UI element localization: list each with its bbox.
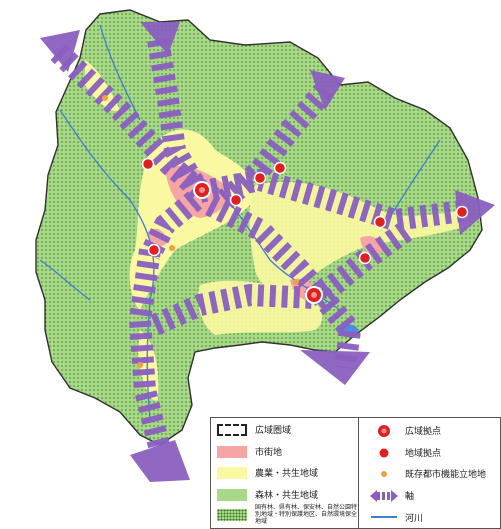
legend-item-regional-hub: 広域拠点: [369, 423, 441, 437]
arrow-se: [300, 350, 370, 385]
river-icon: [369, 510, 399, 524]
legend-label: 地域拠点: [405, 448, 442, 459]
legend-label: 森林・共生地域: [255, 491, 319, 501]
axis-northwest: [50, 43, 208, 199]
legend-label: 河川: [405, 513, 424, 524]
local-hub: [373, 215, 387, 229]
legend-item-urban: 市街地: [217, 445, 282, 458]
legend-item-boundary: 広域圏域: [217, 423, 291, 436]
arrow-nw: [40, 30, 80, 72]
hubs: [102, 95, 469, 368]
axis-arrowheads: [40, 22, 495, 482]
arrow-n: [140, 22, 180, 55]
existing-urban-site: [293, 279, 299, 285]
axis-east: [197, 168, 472, 232]
local-hub: [147, 243, 161, 257]
urban-swatch: [217, 445, 247, 458]
local-hub-icon: [369, 445, 399, 459]
local-hub: [273, 161, 287, 175]
legend-item-axis: 軸: [369, 488, 414, 502]
map-legend: 広域圏域 市街地 農業・共生地域 森林・共生地域 国有林、県有林、保安林、自然公…: [210, 417, 501, 529]
legend-item-local-hub: 地域拠点: [369, 445, 441, 459]
forest-swatch: [217, 488, 247, 501]
region-fill: [35, 9, 483, 446]
existing-urban-site: [137, 362, 143, 368]
axis-icon: [369, 488, 399, 502]
protected-swatch: [217, 508, 247, 521]
local-hub: [455, 205, 469, 219]
axis-south: [150, 283, 316, 336]
agri-swatch: [217, 466, 247, 479]
arrow-s: [130, 440, 190, 482]
legend-item-river: 河川: [369, 510, 423, 524]
legend-divider: [358, 418, 359, 528]
local-hub: [253, 171, 267, 185]
regional-hub-icon: [369, 423, 399, 437]
legend-label: 既存都市機能立地地: [405, 469, 487, 480]
arrow-ne: [310, 70, 345, 110]
axis-north: [147, 38, 205, 191]
legend-label: 広域拠点: [405, 426, 442, 437]
local-hub: [358, 251, 372, 265]
legend-label: 広域圏域: [255, 426, 292, 436]
existing-urban-site: [169, 245, 175, 251]
legend-label: 国有林、県有林、保安林、自然公園特別地域・特別保護地区、自然環境保全地域: [255, 504, 358, 525]
legend-label: 軸: [405, 491, 415, 502]
legend-item-forest: 森林・共生地域: [217, 488, 318, 501]
region-boundary: [35, 9, 483, 446]
axis-southwest: [128, 248, 171, 453]
axis-northeast: [217, 82, 334, 209]
existing-site-icon: [369, 466, 399, 480]
boundary-swatch: [217, 423, 247, 436]
legend-label: 市街地: [255, 448, 283, 458]
legend-item-existing-site: 既存都市機能立地地: [369, 466, 486, 480]
local-hub: [229, 193, 243, 207]
axis-southeast: [205, 195, 362, 370]
existing-urban-site: [102, 95, 108, 101]
legend-item-agri: 農業・共生地域: [217, 466, 318, 479]
local-hub: [141, 157, 155, 171]
arrow-e: [455, 190, 495, 235]
legend-label: 農業・共生地域: [255, 469, 319, 479]
legend-item-protected: 国有林、県有林、保安林、自然公園特別地域・特別保護地区、自然環境保全地域: [217, 504, 359, 525]
